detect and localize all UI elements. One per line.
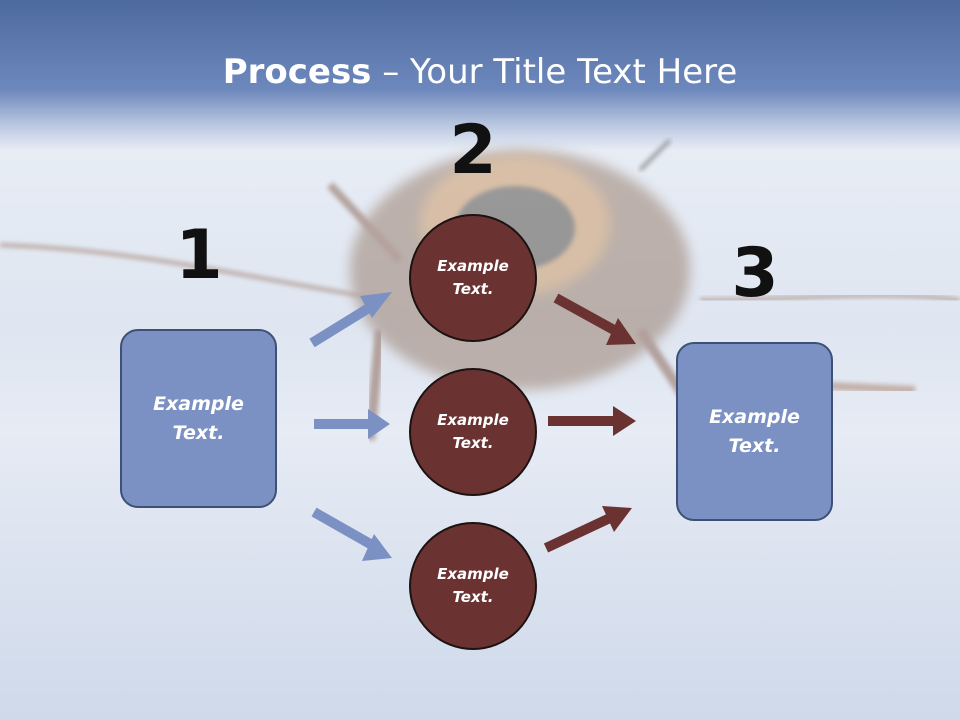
step-number-3: 3 [731,234,779,313]
arrow-top-to-right [553,293,636,345]
arrow-left-to-bottom [311,507,392,561]
arrow-left-to-top [309,292,392,348]
circle-middle-label: Example Text. [437,410,509,452]
circle-middle: Example Text. [409,368,537,496]
arrow-left-to-middle [314,409,390,439]
slide-title: Process – Your Title Text Here [0,52,960,92]
circle-top-label: Example Text. [437,256,509,298]
left-box: Example Text. [120,329,277,508]
circle-bottom-label: Example Text. [437,564,509,606]
circle-top: Example Text. [409,214,537,342]
right-box: Example Text. [676,342,833,521]
title-rest: – Your Title Text Here [371,52,738,92]
arrow-middle-to-right [548,406,636,436]
step-number-1: 1 [175,216,223,295]
header-band [0,0,960,150]
step-number-2: 2 [449,111,497,190]
circle-bottom: Example Text. [409,522,537,650]
left-box-label: Example Text. [153,393,244,444]
right-box-label: Example Text. [709,406,800,457]
title-bold: Process [222,52,372,92]
arrow-bottom-to-right [543,506,632,553]
